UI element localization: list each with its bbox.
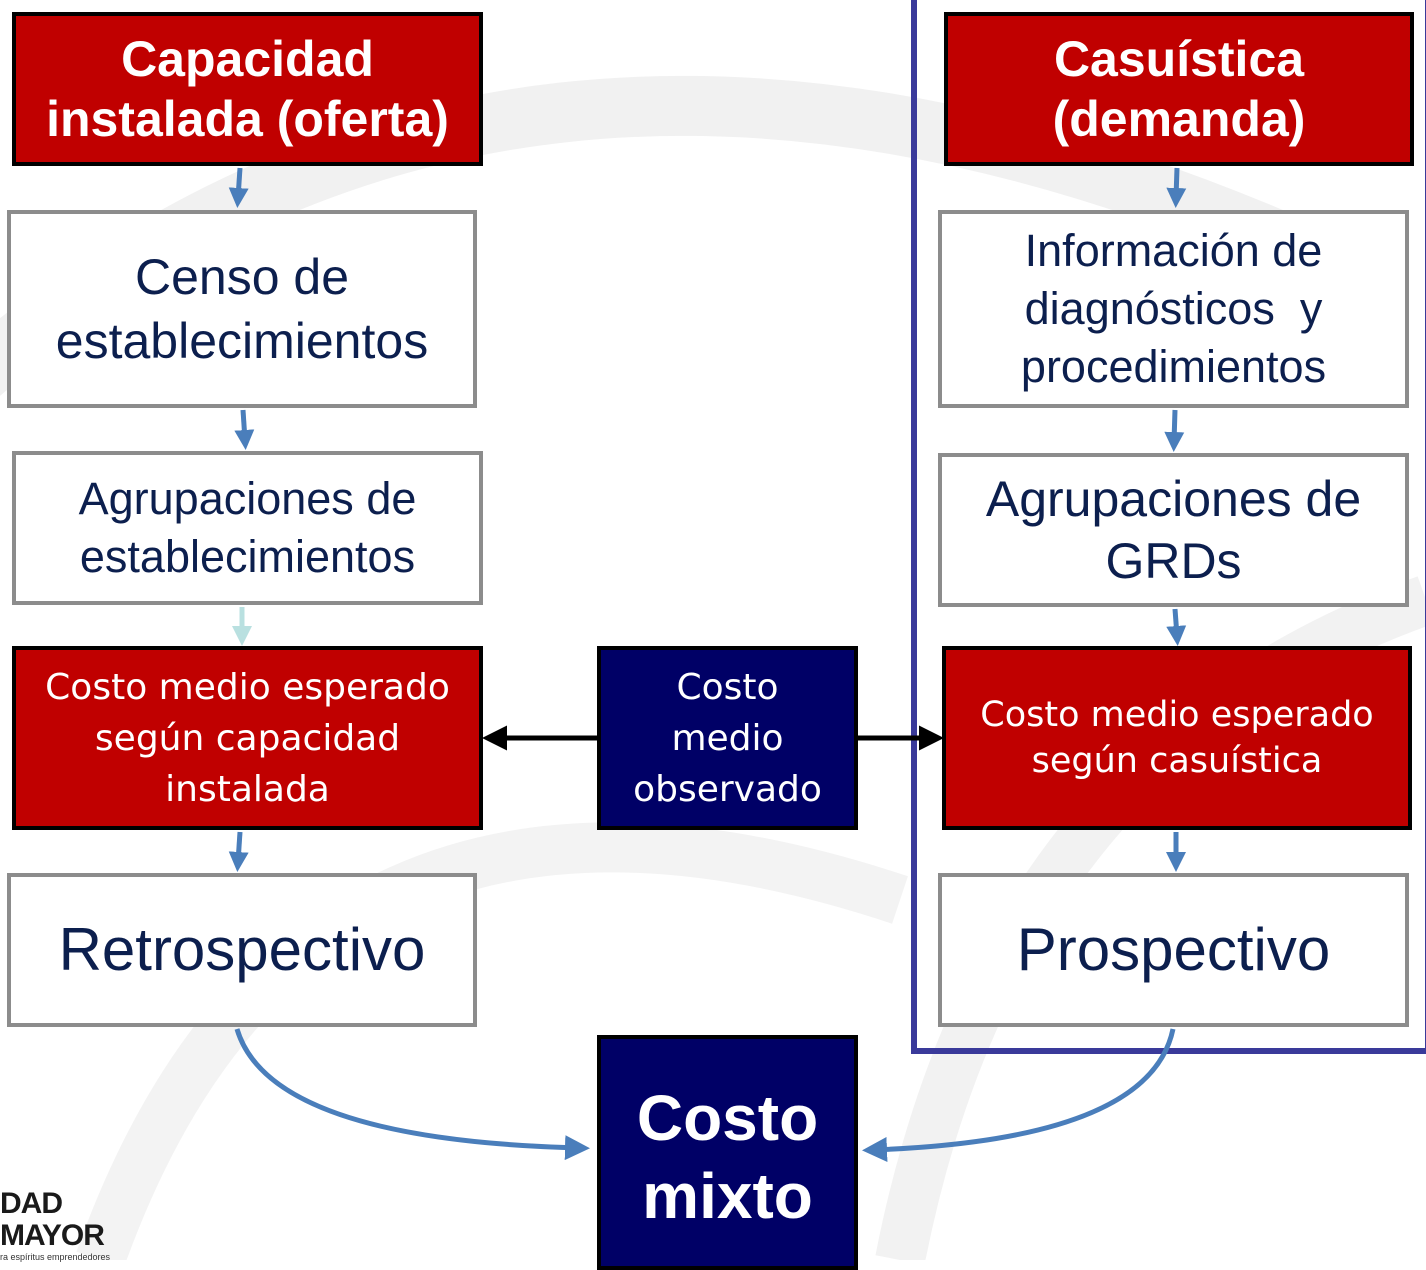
costo-medio-observado-box: Costo medio observado	[597, 646, 858, 830]
costo-casuistica-line-2: según casuística	[1031, 741, 1323, 781]
agrupaciones-establecimientos-box: Agrupaciones de establecimientos	[12, 451, 483, 605]
costo-mixto-box: Costo mixto	[597, 1035, 858, 1270]
logo-tagline: ra espíritus emprendedores	[0, 1252, 111, 1262]
agrupaciones-est-line-2: establecimientos	[79, 531, 416, 582]
curve-retrospectivo-to-mixto	[234, 1028, 590, 1161]
arrow-right-3	[1166, 608, 1187, 646]
agrupaciones-grds-line-2: GRDs	[1105, 533, 1242, 589]
costo-capacidad-box: Costo medio esperado según capacidad ins…	[12, 646, 483, 830]
logo-name: DAD MAYOR	[0, 1187, 105, 1252]
mixto-line-1: Costo	[636, 1082, 819, 1154]
informacion-line-2: diagnósticos y	[1024, 283, 1323, 334]
informacion-diagnosticos-box: Información de diagnósticos y procedimie…	[938, 210, 1409, 408]
censo-line-2: establecimientos	[55, 313, 429, 369]
arrow-left-1	[228, 167, 249, 208]
arrow-left-2	[234, 409, 255, 450]
costo-capacidad-line-2: según capacidad	[94, 717, 401, 759]
observado-line-3: observado	[633, 768, 822, 810]
informacion-line-3: procedimientos	[1020, 341, 1327, 392]
costo-casuistica-box: Costo medio esperado según casuística	[942, 646, 1412, 830]
capacidad-header-line-1: Capacidad	[121, 31, 374, 87]
mixto-line-2: mixto	[642, 1160, 813, 1232]
casuistica-header-line-1: Casuística	[1053, 31, 1305, 87]
retrospectivo-box: Retrospectivo	[7, 873, 477, 1027]
capacidad-header-line-2: instalada (oferta)	[46, 91, 449, 147]
censo-line-1: Censo de	[134, 249, 350, 305]
observado-line-2: medio	[671, 717, 784, 759]
informacion-line-1: Información de	[1024, 225, 1323, 276]
casuistica-header: Casuística (demanda)	[944, 12, 1414, 166]
arrow-left-4	[228, 831, 249, 872]
costo-casuistica-line-1: Costo medio esperado	[980, 695, 1374, 735]
capacidad-instalada-header: Capacidad instalada (oferta)	[12, 12, 483, 166]
costo-capacidad-line-3: instalada	[165, 768, 330, 810]
censo-establecimientos-box: Censo de establecimientos	[7, 210, 477, 408]
prospectivo-label: Prospectivo	[1016, 916, 1331, 983]
retrospectivo-label: Retrospectivo	[58, 916, 426, 983]
costo-capacidad-line-1: Costo medio esperado	[45, 666, 450, 708]
curve-prospectivo-to-mixto	[862, 1028, 1176, 1162]
casuistica-header-line-2: (demanda)	[1052, 91, 1306, 147]
agrupaciones-grds-box: Agrupaciones de GRDs	[938, 453, 1409, 607]
agrupaciones-est-line-1: Agrupaciones de	[78, 473, 417, 524]
arrow-right-2	[1164, 409, 1185, 452]
arrow-right-1	[1166, 167, 1187, 208]
observado-line-1: Costo	[676, 666, 779, 708]
universidad-logo: DAD MAYOR ra espíritus emprendedores	[0, 1187, 160, 1263]
prospectivo-box: Prospectivo	[938, 873, 1409, 1027]
agrupaciones-grds-line-1: Agrupaciones de	[985, 471, 1362, 527]
